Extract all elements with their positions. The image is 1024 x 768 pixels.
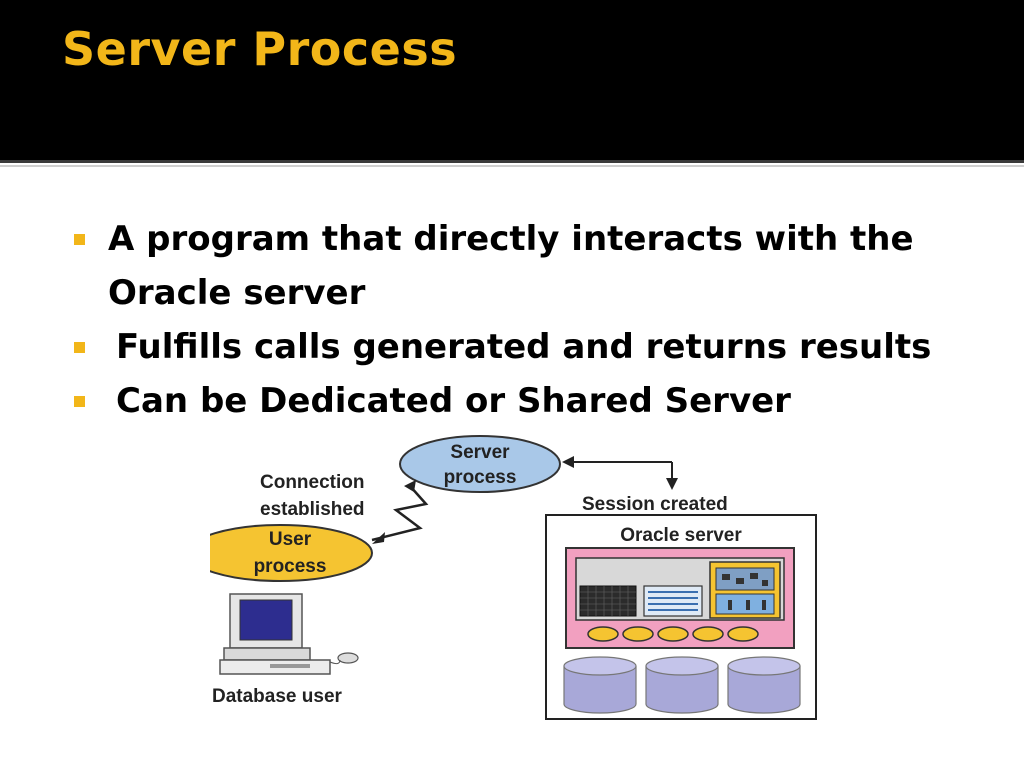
connection-label: Connection (260, 472, 365, 493)
database-file-icon (645, 656, 719, 714)
server-process-diagram: Server process Connection established Us… (187, 428, 830, 728)
bullet-list: A program that directly interacts with t… (70, 212, 970, 428)
buffer-cache-grid (580, 586, 636, 616)
computer-icon (219, 593, 359, 675)
connection-arrowhead-icon (404, 480, 416, 492)
oracle-server-label: Oracle server (620, 525, 742, 546)
bullet-text: Fulfills calls generated and returns res… (116, 327, 932, 367)
shared-pool-inner (715, 567, 775, 591)
database-file-icon (563, 656, 637, 714)
user-process-label: User (269, 529, 312, 550)
bullet-item: Fulfills calls generated and returns res… (70, 320, 970, 374)
bullet-text: A program that directly interacts with t… (108, 219, 914, 313)
connection-arrowhead-icon (372, 532, 385, 544)
database-file-icon (727, 656, 801, 714)
slide-title: Server Process (62, 22, 458, 76)
bullet-marker-icon (74, 396, 85, 407)
database-user-label: Database user (212, 686, 343, 707)
bullet-marker-icon (74, 234, 85, 245)
connection-zigzag (371, 485, 429, 542)
server-process-ellipse (399, 435, 561, 493)
user-process-label: process (254, 556, 327, 577)
title-band (0, 0, 1024, 160)
bullet-marker-icon (74, 342, 85, 353)
title-divider (0, 160, 1024, 163)
session-created-label: Session created (582, 494, 728, 515)
connection-label: established (260, 499, 365, 520)
bullet-text: Can be Dedicated or Shared Server (116, 381, 791, 421)
session-arrowhead-icon (666, 478, 678, 490)
bullet-item: Can be Dedicated or Shared Server (70, 374, 970, 428)
title-divider-light (0, 165, 1024, 167)
session-arrowhead-icon (562, 456, 574, 468)
shared-pool-dots (722, 573, 768, 610)
redo-log-buffer-icon (643, 585, 703, 617)
server-process-label: process (444, 467, 517, 488)
background-process-icons (587, 626, 759, 642)
buffer-cache-icon (579, 585, 637, 617)
bullet-item: A program that directly interacts with t… (70, 212, 970, 320)
redo-log-lines (648, 591, 698, 611)
server-process-label: Server (450, 442, 510, 463)
